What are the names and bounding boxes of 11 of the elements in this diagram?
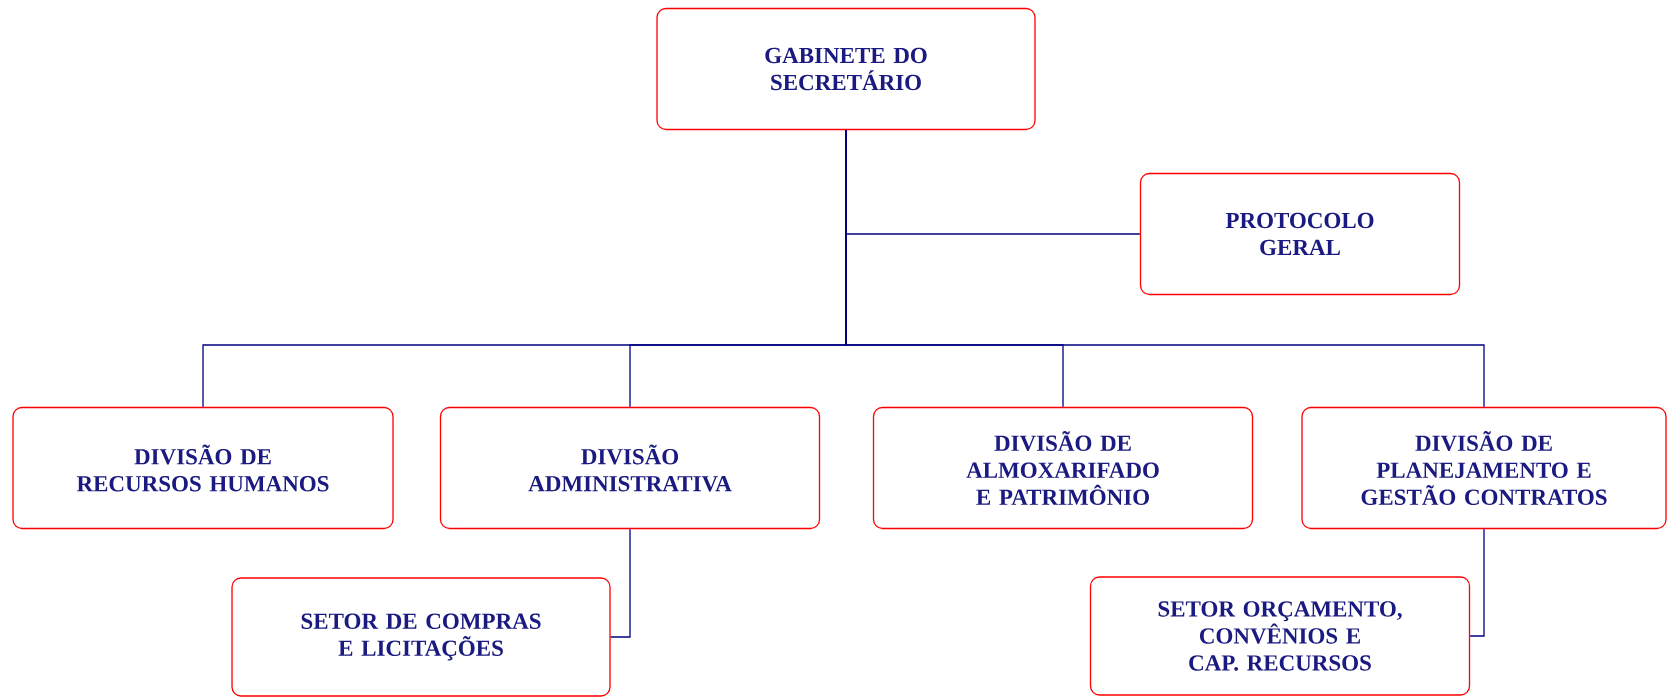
unit-box: DIVISÃO DE RECURSOS HUMANOS: [12, 406, 394, 530]
unit-box: DIVISÃO DE ALMOXARIFADO E PATRIMÔNIO: [872, 406, 1254, 530]
connector-line: [1469, 528, 1485, 637]
unit-box: PROTOCOLO GERAL: [1139, 172, 1461, 296]
unit-box: SETOR DE COMPRAS E LICITAÇÕES: [231, 577, 611, 697]
unit-box: DIVISÃO DE PLANEJAMENTO E GESTÃO CONTRATOS: [1301, 406, 1667, 530]
unit-box: SETOR ORÇAMENTO, CONVÊNIOS E CAP. RECURSOS: [1089, 576, 1471, 696]
unit-box: DIVISÃO ADMINISTRATIVA: [439, 406, 821, 530]
connector-line: [610, 528, 631, 638]
unit-box: GABINETE DO SECRETÁRIO: [656, 7, 1036, 131]
connector-line: [845, 129, 1485, 408]
